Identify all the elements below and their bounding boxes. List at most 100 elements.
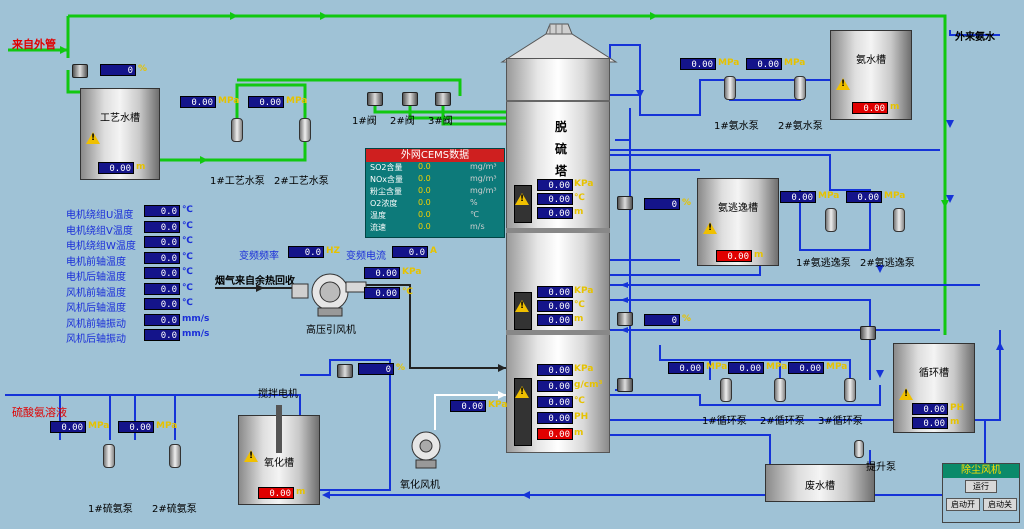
valve-2[interactable] bbox=[402, 92, 418, 106]
circulation-tank-ph: 0.00 bbox=[912, 403, 948, 415]
tower-mid-level-unit: m bbox=[574, 314, 584, 324]
tower-bottom-temp-unit: ℃ bbox=[574, 396, 585, 406]
valve-1-label: 1#阀 bbox=[352, 116, 377, 127]
motor-reading-unit: mm/s bbox=[182, 329, 210, 339]
motor-reading-unit: ℃ bbox=[182, 236, 193, 246]
tower-mid-pressure: 0.00 bbox=[537, 286, 573, 298]
dust-fan-status-button[interactable]: 运行 bbox=[965, 480, 997, 493]
escape-tank-level: 0.00 bbox=[716, 250, 752, 262]
sulf-pump1-pressure: 0.00 bbox=[50, 421, 86, 433]
tower-top-level-unit: m bbox=[574, 207, 584, 217]
motor-reading-value: 0.0 bbox=[144, 313, 180, 326]
motor-reading-label: 风机后轴振动 bbox=[66, 334, 126, 345]
dust-fan-stop-button[interactable]: 启动关 bbox=[983, 498, 1017, 511]
dust-fan-start-button[interactable]: 启动开 bbox=[946, 498, 980, 511]
vfd-current-unit: A bbox=[430, 246, 437, 256]
mid-valve-pct: 0 bbox=[644, 314, 680, 326]
valve-3[interactable] bbox=[435, 92, 451, 106]
circulation-tank-level-unit: m bbox=[950, 417, 960, 427]
oxidation-fan-icon[interactable] bbox=[404, 426, 448, 470]
tower-top-temp-unit: ℃ bbox=[574, 193, 585, 203]
ammonia-pump1-pressure: 0.00 bbox=[680, 58, 716, 70]
valve-2-label: 2#阀 bbox=[390, 116, 415, 127]
ammonia-tank-level: 0.00 bbox=[852, 102, 888, 114]
high-pressure-fan-icon[interactable] bbox=[290, 268, 370, 318]
ammonia-pump2-icon[interactable] bbox=[794, 76, 806, 100]
oxidation-tank-level-unit: m bbox=[296, 487, 306, 497]
oxidation-fan-label: 氧化风机 bbox=[400, 480, 440, 491]
mid-valve[interactable] bbox=[617, 312, 633, 326]
process-pump1-icon[interactable] bbox=[231, 118, 243, 142]
valve-1[interactable] bbox=[367, 92, 383, 106]
circulation-tank-level: 0.00 bbox=[912, 417, 948, 429]
vfd-frequency-label: 变频频率 bbox=[239, 251, 279, 262]
process-pump2-icon[interactable] bbox=[299, 118, 311, 142]
sulf-pump1-unit: MPa bbox=[88, 421, 110, 431]
waste-water-tank[interactable]: 废水槽 bbox=[765, 464, 875, 502]
process-pump2-label: 2#工艺水泵 bbox=[274, 176, 329, 187]
valve-3-label: 3#阀 bbox=[428, 116, 453, 127]
ammonia-pump1-label: 1#氨水泵 bbox=[714, 121, 759, 132]
motor-reading-value: 0.0 bbox=[144, 282, 180, 295]
motor-reading-value: 0.0 bbox=[144, 236, 180, 248]
circ-pump2-icon[interactable] bbox=[774, 378, 786, 402]
oxidation-valve[interactable] bbox=[337, 364, 353, 378]
inlet-valve-unit: % bbox=[138, 64, 148, 74]
tower-label-char: 脱 bbox=[555, 120, 568, 134]
escape-pump2-icon[interactable] bbox=[893, 208, 905, 232]
circulation-tank-warning-icon bbox=[899, 388, 913, 400]
source-outside-label: 来自外管 bbox=[12, 38, 56, 51]
tower-mid-warning-icon bbox=[515, 300, 529, 312]
tower-cap bbox=[500, 23, 618, 63]
sulf-pump2-label: 2#硫氨泵 bbox=[152, 504, 197, 515]
process-pump2-unit: MPa bbox=[286, 96, 308, 106]
circ-pump3-icon[interactable] bbox=[844, 378, 856, 402]
tower-bottom-pressure-unit: KPa bbox=[574, 364, 594, 374]
motor-reading-label: 风机前轴振动 bbox=[66, 318, 126, 330]
lift-pump-icon[interactable] bbox=[854, 440, 864, 458]
stirrer-shaft bbox=[276, 405, 282, 453]
fan-pressure-unit: KPa bbox=[402, 267, 422, 277]
dust-fan-panel: 除尘风机 bbox=[942, 463, 1020, 523]
dust-fan-title: 除尘风机 bbox=[943, 464, 1019, 478]
sulf-pump2-icon[interactable] bbox=[169, 444, 181, 468]
oxidation-tank-warning-icon bbox=[244, 450, 258, 462]
sulf-pump1-icon[interactable] bbox=[103, 444, 115, 468]
escape-pump1-icon[interactable] bbox=[825, 208, 837, 232]
vfd-current-label: 变频电流 bbox=[346, 251, 386, 262]
waste-water-tank-label: 废水槽 bbox=[805, 481, 835, 492]
vfd-frequency-unit: HZ bbox=[326, 246, 341, 256]
motor-reading-value: 0.0 bbox=[144, 267, 180, 279]
motor-reading-value: 0.0 bbox=[144, 251, 180, 264]
tower-bottom-level: 0.00 bbox=[537, 428, 573, 440]
tower-band bbox=[506, 228, 610, 233]
ammonia-pump1-icon[interactable] bbox=[724, 76, 736, 100]
sulf-pump2-pressure: 0.00 bbox=[118, 421, 154, 433]
motor-reading-label: 电机前轴温度 bbox=[66, 256, 126, 268]
tower-top-warning-icon bbox=[515, 193, 529, 205]
escape-pump2-label: 2#氨逃逸泵 bbox=[860, 258, 915, 269]
circulation-tank-label: 循环槽 bbox=[919, 368, 949, 379]
circ-pump1-icon[interactable] bbox=[720, 378, 732, 402]
process-pump1-unit: MPa bbox=[218, 96, 240, 106]
tower-bottom-temp: 0.00 bbox=[537, 396, 573, 408]
ammonia-pump1-unit: MPa bbox=[718, 58, 740, 68]
tower-bottom-warning-icon bbox=[515, 386, 529, 398]
circ-pump3-unit: MPa bbox=[826, 362, 848, 372]
inlet-valve[interactable] bbox=[72, 64, 88, 78]
motor-reading-unit: ℃ bbox=[182, 205, 193, 215]
circ-pump2-label: 2#循环泵 bbox=[760, 416, 805, 427]
ammonia-pump2-label: 2#氨水泵 bbox=[778, 121, 823, 132]
motor-reading-label: 风机后轴温度 bbox=[66, 303, 126, 314]
escape-valve-pct: 0 bbox=[644, 198, 680, 210]
bottom-valve[interactable] bbox=[617, 378, 633, 392]
circulation-inlet-valve[interactable] bbox=[860, 326, 876, 340]
tower-band bbox=[506, 330, 610, 335]
ammonia-tank-level-unit: m bbox=[890, 102, 900, 112]
escape-valve[interactable] bbox=[617, 196, 633, 210]
process-water-tank-label: 工艺水槽 bbox=[100, 113, 140, 124]
motor-reading-unit: ℃ bbox=[182, 267, 193, 277]
process-tank-level-unit: m bbox=[136, 162, 146, 172]
oxidation-valve-pct: 0 bbox=[358, 363, 394, 375]
